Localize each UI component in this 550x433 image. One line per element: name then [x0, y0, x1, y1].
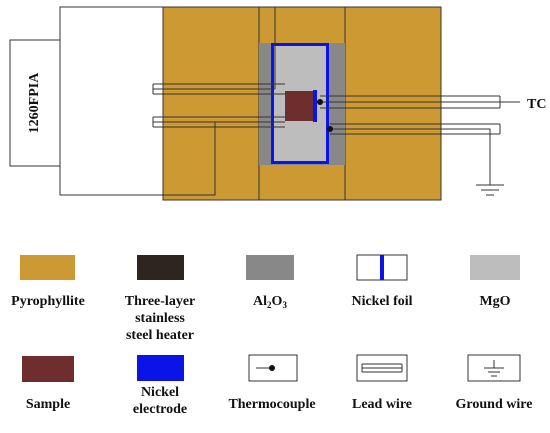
legend-label-pyrophyllite: Pyrophyllite [11, 294, 85, 309]
instrument-label: 1260FPIA [27, 72, 42, 134]
legend-lead-wire-symbol [361, 363, 403, 373]
legend-thermocouple: Thermocouple [228, 354, 316, 412]
legend-label-nickel-electrode-line2: electrode [133, 402, 187, 417]
legend-label-heater-line3: steel heater [126, 328, 194, 343]
legend-label-alumina: Al2O3 [253, 294, 287, 310]
legend-swatch-mgo [470, 255, 520, 280]
pyrophyllite-block-left [162, 6, 260, 201]
legend-lead-wire: Lead wire [352, 354, 412, 412]
legend-swatch-nickel-foil-strip [380, 255, 384, 280]
alumina-sub-2: 2 [267, 300, 272, 310]
legend-pyrophyllite: Pyrophyllite [11, 255, 85, 309]
legend-mgo: MgO [470, 255, 520, 309]
legend-label-sample: Sample [26, 397, 70, 412]
legend-swatch-sample [22, 356, 74, 382]
alumina-o: O [272, 294, 283, 309]
legend-swatch-nickel-electrode [137, 355, 184, 381]
ground-symbol [476, 184, 504, 196]
legend-label-lead-wire: Lead wire [352, 397, 412, 412]
legend-label-mgo: MgO [479, 294, 510, 309]
legend-label-nickel-foil: Nickel foil [351, 294, 412, 309]
legend-heater: Three-layer stainless steel heater [125, 255, 196, 343]
instrument-box: 1260FPIA [9, 39, 61, 167]
legend-ground-icon [484, 360, 504, 377]
legend-swatch-alumina [246, 255, 294, 280]
legend-ground-wire: Ground wire [456, 354, 533, 412]
alumina-al: Al [253, 294, 267, 309]
legend-label-heater-line1: Three-layer [125, 294, 196, 309]
upper-lead-wire-path [59, 6, 276, 89]
legend-label-thermocouple: Thermocouple [228, 397, 315, 412]
legend-swatch-pyrophyllite [20, 255, 75, 280]
ground-lead-sheath [330, 123, 501, 135]
thermocouple-junction [317, 99, 323, 105]
legend-swatch-heater [137, 255, 184, 280]
pressure-cell [162, 6, 442, 201]
ground-wire-junction [327, 126, 333, 132]
legend-nickel-foil: Nickel foil [351, 254, 413, 309]
alumina-sub-3: 3 [282, 300, 287, 310]
legend: Pyrophyllite Three-layer stainless steel… [11, 254, 533, 417]
upper-lead-sheath [152, 83, 285, 95]
legend-label-ground-wire: Ground wire [456, 397, 533, 412]
sample-disk [285, 91, 313, 121]
legend-thermocouple-junction [269, 365, 275, 371]
legend-label-heater-line2: stainless [135, 311, 185, 326]
pyrophyllite-block-right [344, 6, 442, 201]
legend-label-nickel-electrode-line1: Nickel [141, 385, 179, 400]
legend-alumina: Al2O3 [246, 255, 294, 310]
legend-sample: Sample [22, 356, 74, 412]
nickel-electrode [313, 90, 317, 122]
ground-lead-core [330, 128, 491, 185]
tc-label: TC [527, 97, 546, 112]
circuit-wiring [59, 6, 520, 196]
legend-nickel-electrode: Nickel electrode [133, 355, 187, 417]
